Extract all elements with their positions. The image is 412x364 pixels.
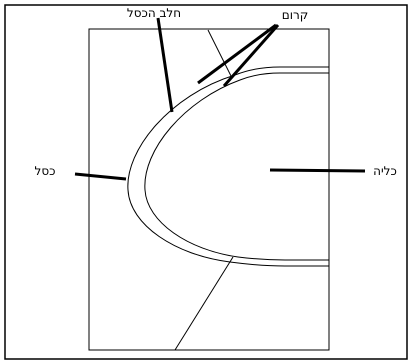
specimen-box [89, 29, 329, 350]
lower-tissue-boundary [175, 257, 233, 350]
kidney-pointer [270, 170, 365, 171]
ilium-pointer [75, 174, 126, 179]
label-ilium: כסל [35, 164, 56, 178]
outer-membrane-curve [128, 67, 329, 266]
label-kidney: כליה [373, 164, 397, 178]
medulla-pointer [158, 18, 172, 112]
upper-tissue-boundary [208, 30, 232, 78]
inner-membrane-curve [145, 73, 329, 260]
label-medulla: חלב הכסל [127, 6, 181, 20]
label-cortex: קרום [282, 8, 309, 22]
outer-frame [5, 5, 407, 359]
